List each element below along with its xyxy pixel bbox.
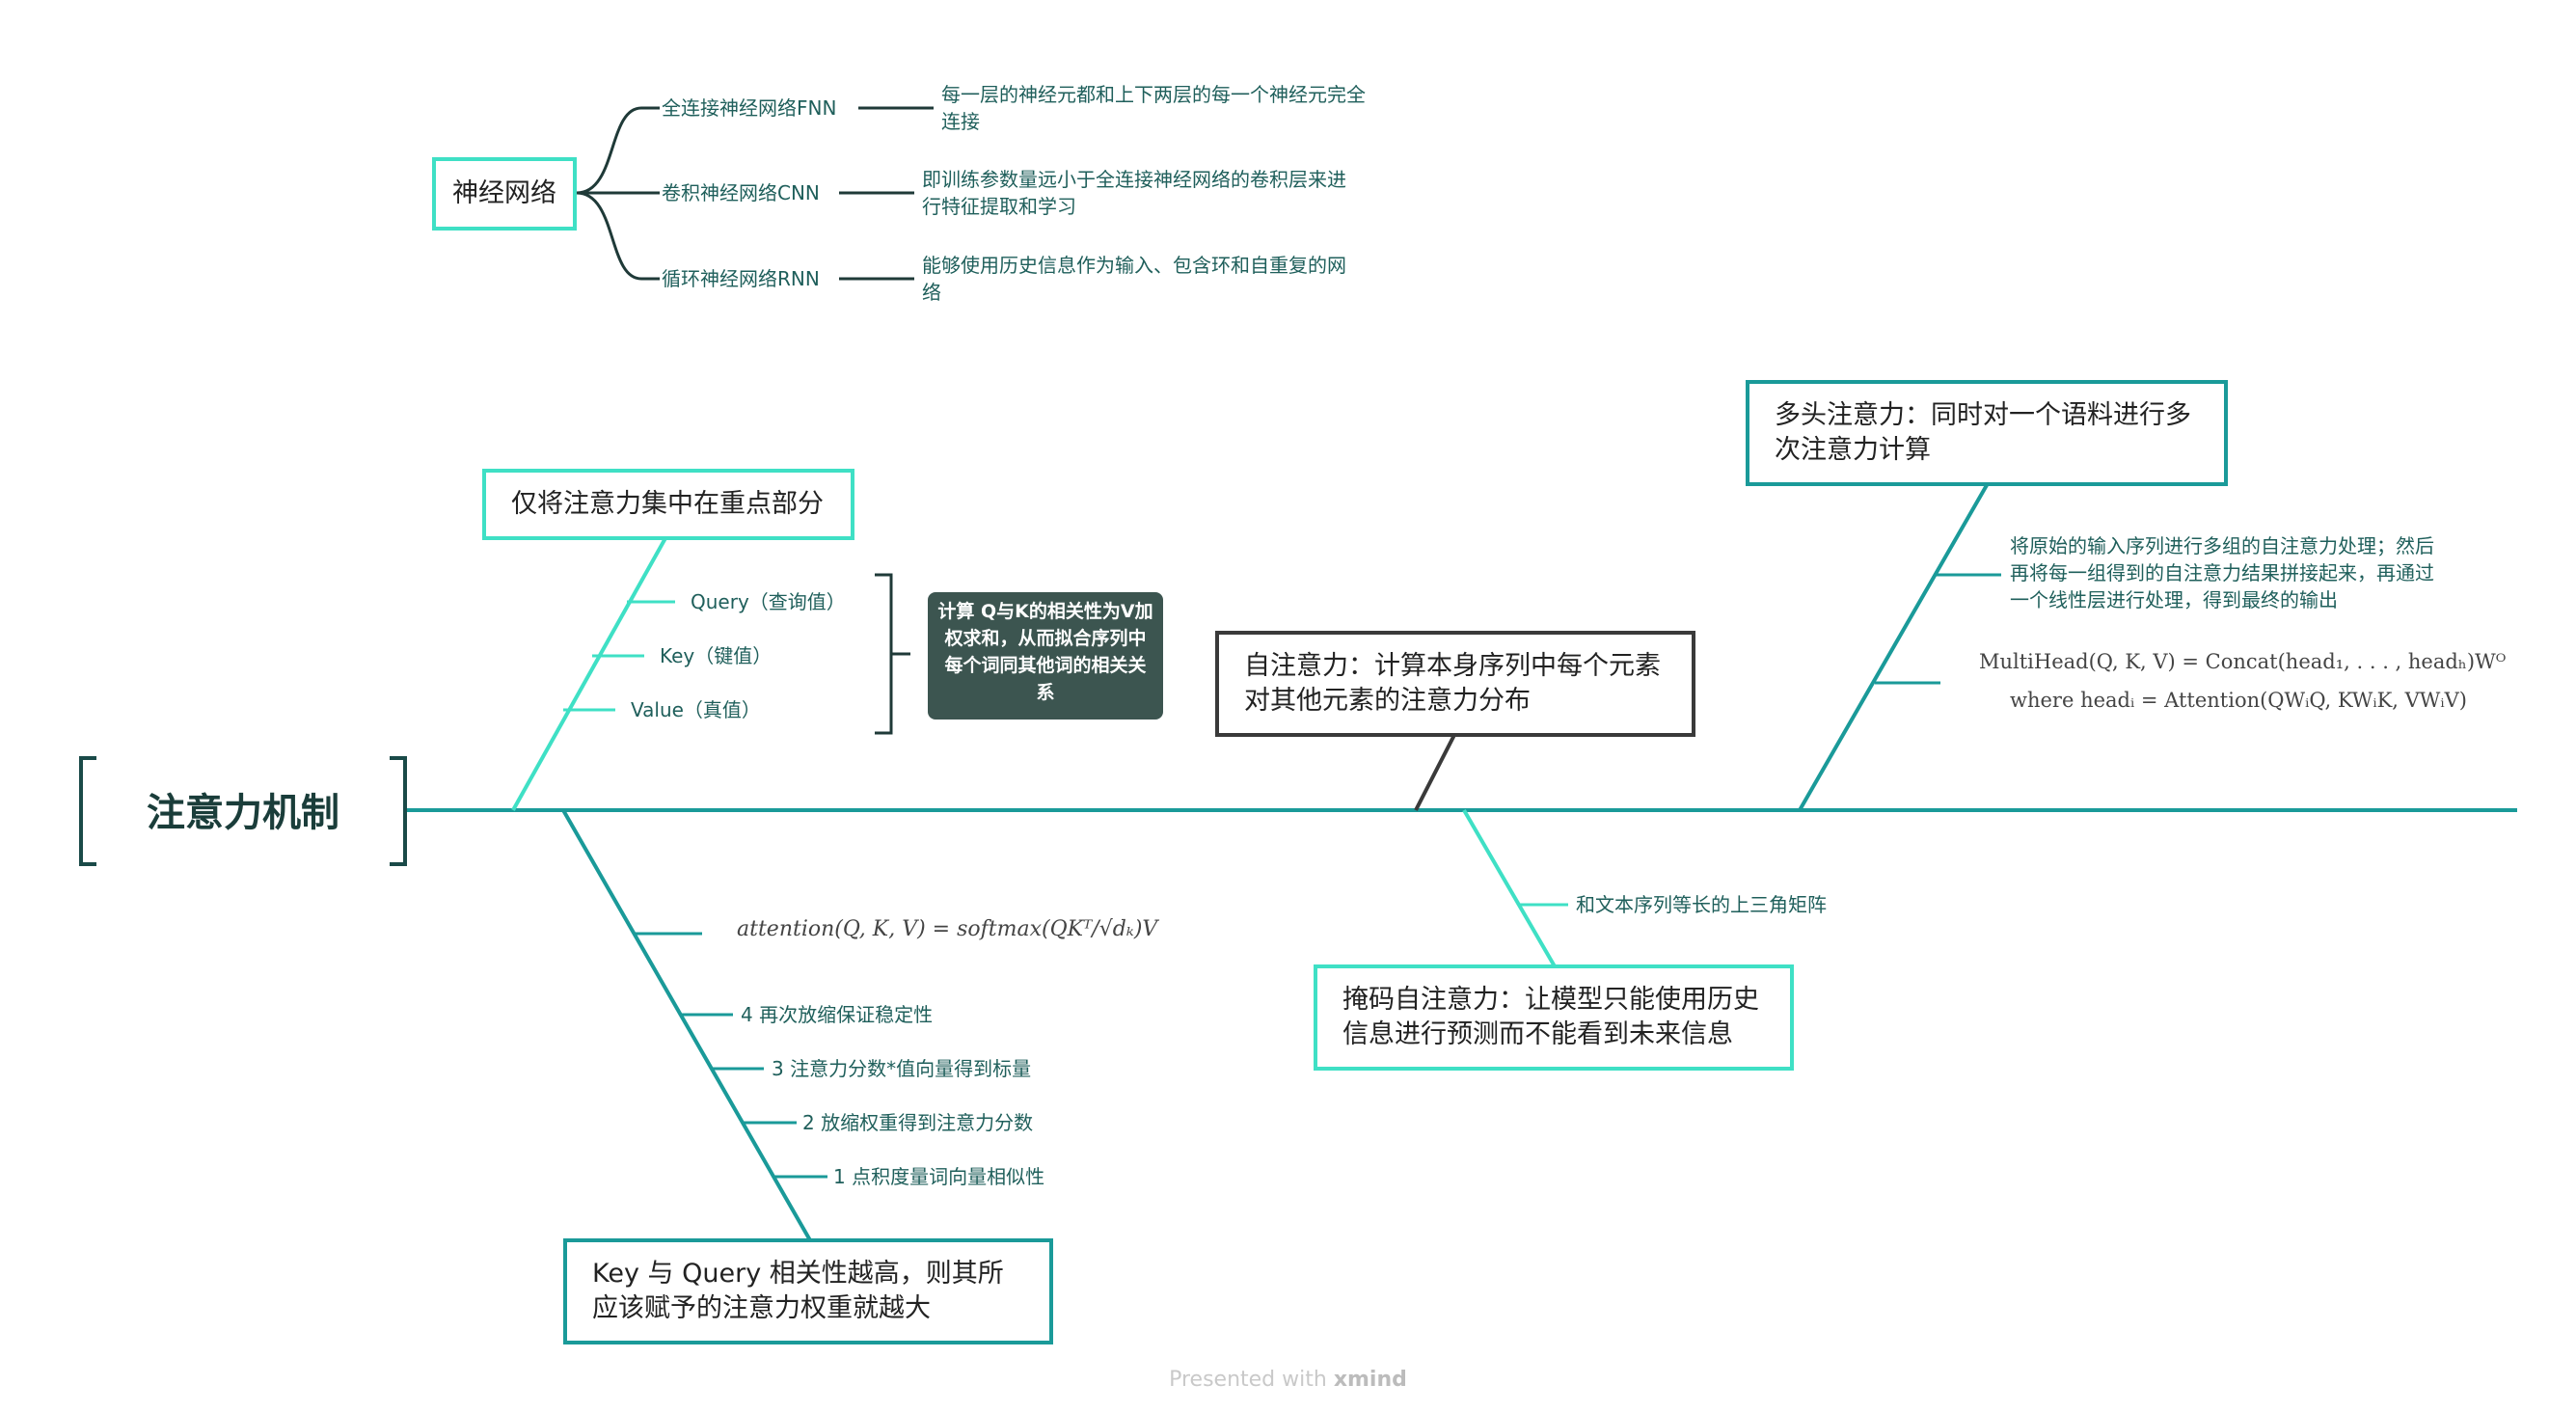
- footer-credit: Presented with xmind: [0, 1368, 2576, 1392]
- nn-topic[interactable]: 神经网络: [432, 157, 577, 231]
- focus-item-key[interactable]: Key（键值）: [660, 644, 773, 667]
- focus-topic[interactable]: 仅将注意力集中在重点部分: [482, 469, 854, 540]
- focus-brace: [875, 573, 910, 735]
- footer-brand: xmind: [1333, 1368, 1407, 1392]
- nn-desc-cnn[interactable]: 即训练参数量远小于全连接神经网络的卷积层来进行特征提取和学习: [922, 168, 1346, 218]
- bracket-right: [390, 756, 407, 866]
- multi-head-formula-2[interactable]: where headᵢ = Attention(QWᵢQ, KWᵢK, VWᵢV…: [2010, 689, 2467, 712]
- kq-topic-label: Key 与 Query 相关性越高，则其所应该赋予的注意力权重就越大: [592, 1259, 1004, 1323]
- nn-desc-fnn[interactable]: 每一层的神经元都和上下两层的每一个神经元完全连接: [941, 83, 1366, 133]
- focus-topic-label: 仅将注意力集中在重点部分: [511, 489, 824, 519]
- nn-branch-fnn[interactable]: 全连接神经网络FNN: [662, 96, 837, 120]
- kq-step-2[interactable]: 2 放缩权重得到注意力分数: [802, 1111, 1034, 1134]
- multi-head-label: 多头注意力：同时对一个语料进行多次注意力计算: [1775, 400, 2191, 465]
- self-attn-branch: [1414, 734, 1456, 811]
- focus-note[interactable]: 计算 Q与K的相关性为V加权求和，从而拟合序列中每个词同其他词的相关关系: [928, 592, 1163, 720]
- kq-step-1[interactable]: 1 点积度量词向量相似性: [833, 1165, 1045, 1188]
- mask-branch: [1462, 808, 1557, 968]
- kq-formula[interactable]: attention(Q, K, V) = softmax(QKᵀ/√dₖ)V: [737, 917, 1158, 941]
- multi-head-desc[interactable]: 将原始的输入序列进行多组的自注意力处理；然后再将每一组得到的自注意力结果拼接起来…: [2010, 534, 2434, 611]
- bracket-left: [79, 756, 96, 866]
- nn-connector: [576, 106, 642, 195]
- mask-topic-label: 掩码自注意力：让模型只能使用历史信息进行预测而不能看到未来信息: [1342, 985, 1759, 1049]
- footer-prefix: Presented with: [1169, 1368, 1327, 1392]
- mask-desc[interactable]: 和文本序列等长的上三角矩阵: [1576, 893, 1827, 916]
- central-topic-label: 注意力机制: [147, 791, 339, 835]
- multi-head-topic[interactable]: 多头注意力：同时对一个语料进行多次注意力计算: [1746, 380, 2228, 486]
- multi-head-formula-1[interactable]: MultiHead(Q, K, V) = Concat(head₁, . . .…: [1979, 650, 2507, 673]
- nn-branch-rnn[interactable]: 循环神经网络RNN: [662, 267, 820, 290]
- focus-branch: [511, 537, 667, 811]
- kq-step-3[interactable]: 3 注意力分数*值向量得到标量: [772, 1057, 1032, 1080]
- nn-topic-label: 神经网络: [452, 178, 556, 208]
- self-attn-topic[interactable]: 自注意力：计算本身序列中每个元素对其他元素的注意力分布: [1215, 631, 1695, 737]
- central-topic[interactable]: 注意力机制: [79, 756, 407, 866]
- kq-step-4[interactable]: 4 再次放缩保证稳定性: [741, 1003, 934, 1026]
- kq-branch: [561, 809, 812, 1241]
- nn-branch-cnn[interactable]: 卷积神经网络CNN: [662, 181, 820, 204]
- focus-item-value[interactable]: Value（真值）: [631, 698, 761, 721]
- nn-desc-rnn[interactable]: 能够使用历史信息作为输入、包含环和自重复的网络: [922, 254, 1346, 304]
- mask-topic[interactable]: 掩码自注意力：让模型只能使用历史信息进行预测而不能看到未来信息: [1314, 964, 1794, 1071]
- self-attn-label: 自注意力：计算本身序列中每个元素对其他元素的注意力分布: [1244, 651, 1661, 716]
- focus-item-query[interactable]: Query（查询值）: [691, 590, 846, 613]
- multi-head-branch: [1798, 484, 1989, 811]
- kq-topic[interactable]: Key 与 Query 相关性越高，则其所应该赋予的注意力权重就越大: [563, 1238, 1053, 1344]
